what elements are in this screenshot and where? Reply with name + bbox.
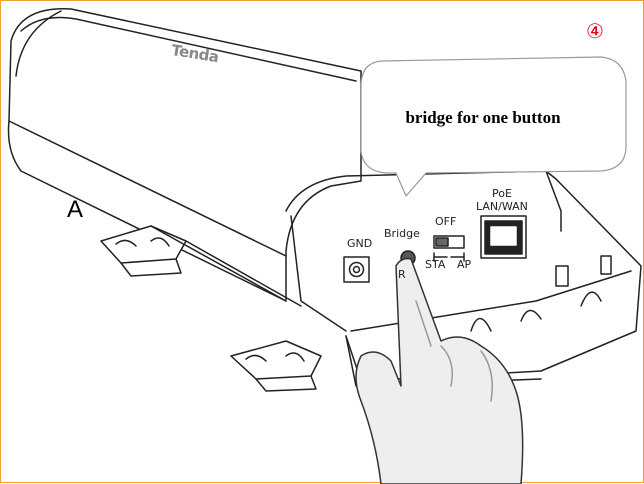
device-side-edge: [8, 120, 287, 257]
compartment-wall: [290, 215, 347, 332]
bridge-label: Bridge: [384, 227, 420, 240]
off-label: OFF: [435, 215, 457, 228]
gnd-label: GND: [347, 237, 373, 250]
mount-bracket-bottom: [230, 340, 322, 380]
callout-text: bridge for one button: [405, 108, 561, 127]
poe-label: PoE: [492, 187, 512, 200]
view-label: A: [67, 196, 84, 223]
device-body: [7, 8, 362, 302]
sta-label: STA: [425, 258, 446, 271]
hand: [355, 257, 524, 484]
mount-bracket-top: [100, 225, 187, 264]
gnd-screw: [348, 261, 365, 278]
step-marker: ④: [586, 19, 604, 43]
ap-label: AP: [457, 258, 472, 271]
callout-bubble: [360, 56, 627, 197]
gnd-screw-plate: [343, 256, 370, 283]
compartment-inner-edge: [350, 270, 632, 332]
reset-label: R: [398, 268, 406, 281]
device-ridge: [15, 10, 62, 77]
lan-wan-label: LAN/WAN: [476, 200, 528, 213]
